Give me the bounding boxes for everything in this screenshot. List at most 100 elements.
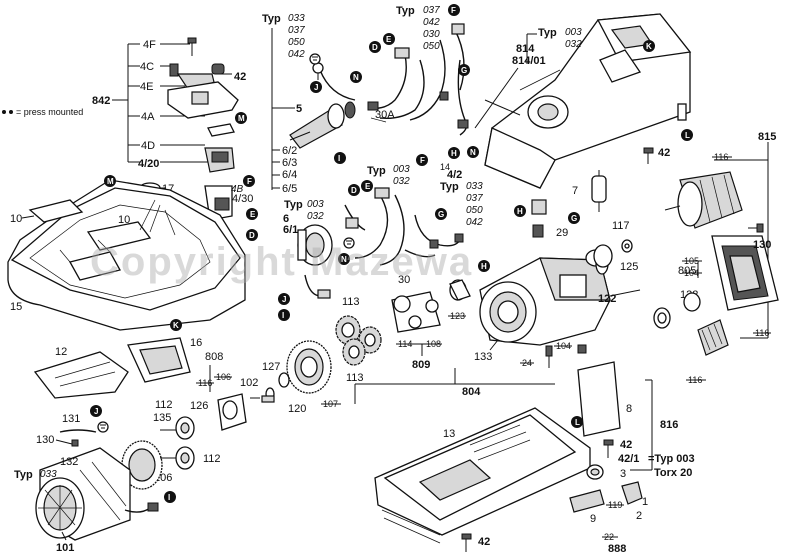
label-42-1: 42/1 [618, 453, 639, 465]
label-10-b: 10 [118, 214, 130, 226]
label-4A: 4A [141, 111, 155, 123]
callout-I-mid: I [278, 309, 290, 321]
label-125: 125 [620, 261, 638, 273]
typ-group-housing-top: Typ 003 032 [526, 27, 582, 64]
svg-text:J: J [282, 295, 286, 304]
label-888: 888 [608, 543, 626, 555]
typ-code-050: 050 [423, 41, 440, 52]
plate-8 [577, 361, 621, 437]
label-14: 14 [440, 162, 450, 172]
label-15: 15 [10, 301, 22, 313]
label-6-5: 6/5 [282, 183, 297, 195]
label-plate-9 [569, 489, 605, 513]
legend-press-mounted: = press mounted [2, 107, 83, 117]
callout-I-motor: I [164, 491, 176, 503]
label-814-01: 814/01 [512, 55, 546, 67]
callout-F-switch: F [243, 175, 255, 187]
svg-text:F: F [247, 177, 252, 186]
callout-M-switch: M [235, 112, 247, 124]
callout-H-mid: H [478, 260, 490, 272]
bracket-816 [630, 379, 653, 471]
label-6-2: 6/2 [282, 145, 297, 157]
typ-code-037: 037 [288, 25, 305, 36]
label-120: 120 [288, 403, 306, 415]
svg-text:F: F [420, 156, 425, 165]
typ-code-housing-032: 032 [565, 39, 582, 50]
label-6-1: 6/1 [283, 224, 298, 236]
label-117: 117 [612, 220, 630, 232]
housing-shell-15 [7, 179, 246, 331]
callout-F-top: F [448, 4, 460, 16]
guard-12 [33, 351, 129, 399]
commutator-brush [697, 319, 729, 356]
svg-text:D: D [249, 231, 255, 240]
planet-carrier-809 [391, 291, 441, 333]
label-29: 29 [556, 227, 568, 239]
callout-J-motor: J [90, 405, 102, 417]
label-4F: 4F [143, 39, 156, 51]
label-4-20: 4/20 [138, 158, 159, 170]
typ-group-fan: Typ 033 [14, 469, 57, 481]
typ-code-037: 037 [423, 5, 440, 16]
label-130: 130 [753, 239, 771, 251]
typ-code-fan-033: 033 [40, 469, 57, 480]
label-4C: 4C [140, 61, 154, 73]
label-4-2: 4/2 [447, 169, 462, 181]
eccentric-126 [217, 393, 247, 431]
label-127: 127 [262, 361, 280, 373]
callout-H-top: H [448, 147, 460, 159]
label-815: 815 [758, 131, 776, 143]
svg-text:N: N [353, 73, 359, 82]
label-4E: 4E [140, 81, 153, 93]
callout-M-shell: M [104, 175, 116, 187]
callout-L-top: L [681, 129, 693, 141]
svg-text:L: L [575, 418, 580, 427]
motor-fan-101 [35, 447, 131, 541]
svg-text:M: M [107, 177, 114, 186]
label-126: 126 [190, 400, 208, 412]
sleeve-part [449, 279, 471, 301]
svg-text:K: K [173, 321, 179, 330]
svg-text:L: L [685, 131, 690, 140]
typ-code-042: 042 [423, 17, 440, 28]
label-9: 9 [590, 513, 596, 525]
typ-torx-note: =Typ 003 Torx 20 [648, 453, 695, 479]
label-808: 808 [205, 351, 223, 363]
label-133: 133 [474, 351, 492, 363]
gear-113-a [335, 315, 382, 354]
label-6-3: 6/3 [282, 157, 297, 169]
svg-text:I: I [282, 311, 284, 320]
svg-text:E: E [250, 210, 256, 219]
label-30A: 30A [375, 109, 395, 121]
svg-text:N: N [341, 255, 347, 264]
callout-J-mid: J [278, 293, 290, 305]
typ-code-hm-050: 050 [466, 205, 483, 216]
svg-text:M: M [238, 114, 245, 123]
label-130-b: 130 [36, 434, 54, 446]
callout-D-mid: D [348, 184, 360, 196]
svg-text:J: J [94, 407, 98, 416]
label-16: 16 [190, 337, 202, 349]
screw-42-d [461, 533, 472, 552]
label-4D: 4D [141, 140, 155, 152]
callout-E-switch: E [246, 208, 258, 220]
capacitor-7 [591, 170, 607, 212]
svg-text:G: G [438, 210, 444, 219]
callout-K-top: K [643, 40, 655, 52]
torx-20-text: Torx 20 [654, 467, 692, 479]
callout-N-mid: N [338, 253, 350, 265]
label-5: 5 [296, 103, 302, 115]
label-842: 842 [92, 95, 110, 107]
typ-code-motor2-032: 032 [307, 211, 324, 222]
label-814: 814 [516, 43, 535, 55]
svg-text:I: I [168, 493, 170, 502]
typ-code-wire-032: 032 [393, 176, 410, 187]
typ-label-motor-2: Typ [284, 199, 303, 211]
label-42-housing: 42 [658, 147, 670, 159]
brush-plate [711, 235, 779, 311]
callout-J-top: J [310, 81, 322, 93]
label-101: 101 [56, 542, 74, 554]
label-7: 7 [572, 185, 578, 197]
